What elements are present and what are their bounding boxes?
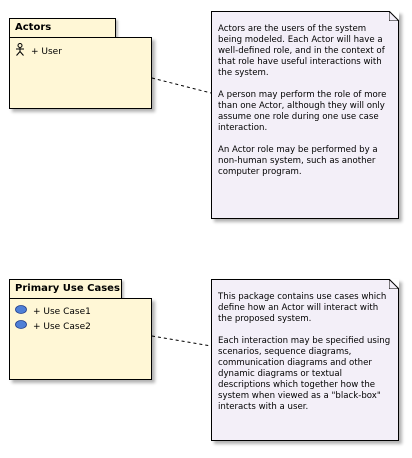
actor-icon: [15, 43, 25, 60]
note-paragraph: A person may perform the role of more th…: [218, 90, 387, 133]
package-tab: Primary Use Cases: [9, 279, 122, 299]
actors-note[interactable]: Actors are the users of the system being…: [211, 11, 399, 219]
note-paragraph: This package contains use cases which de…: [218, 292, 387, 324]
element-label: + Use Case2: [33, 321, 91, 332]
use-cases-note[interactable]: This package contains use cases which de…: [211, 279, 399, 441]
package-element-user[interactable]: + User: [15, 43, 62, 60]
note-paragraph: An Actor role may be performed by a non-…: [218, 145, 378, 177]
primary-use-cases-package[interactable]: Primary Use Cases + Use Case1 + Use Case…: [9, 279, 152, 380]
package-body: + User: [9, 37, 152, 109]
package-element-use-case1[interactable]: + Use Case1: [15, 305, 91, 318]
use-case-icon: [15, 320, 27, 333]
actors-note-connector: [151, 77, 212, 94]
package-element-use-case2[interactable]: + Use Case2: [15, 320, 91, 333]
note-paragraph: Actors are the users of the system being…: [218, 24, 385, 78]
note-fold-icon: [389, 11, 399, 21]
package-name: Actors: [15, 22, 52, 33]
use-case-icon: [15, 305, 27, 318]
usecases-note-connector: [151, 335, 212, 347]
package-body: + Use Case1 + Use Case2: [9, 298, 152, 380]
package-name: Primary Use Cases: [15, 283, 120, 294]
element-label: + Use Case1: [33, 306, 91, 317]
note-paragraph: Each interaction may be specified using …: [218, 336, 391, 412]
note-fold-icon: [389, 279, 399, 289]
element-label: + User: [31, 46, 62, 57]
actors-package[interactable]: Actors + User: [9, 18, 152, 109]
package-tab: Actors: [9, 18, 116, 38]
